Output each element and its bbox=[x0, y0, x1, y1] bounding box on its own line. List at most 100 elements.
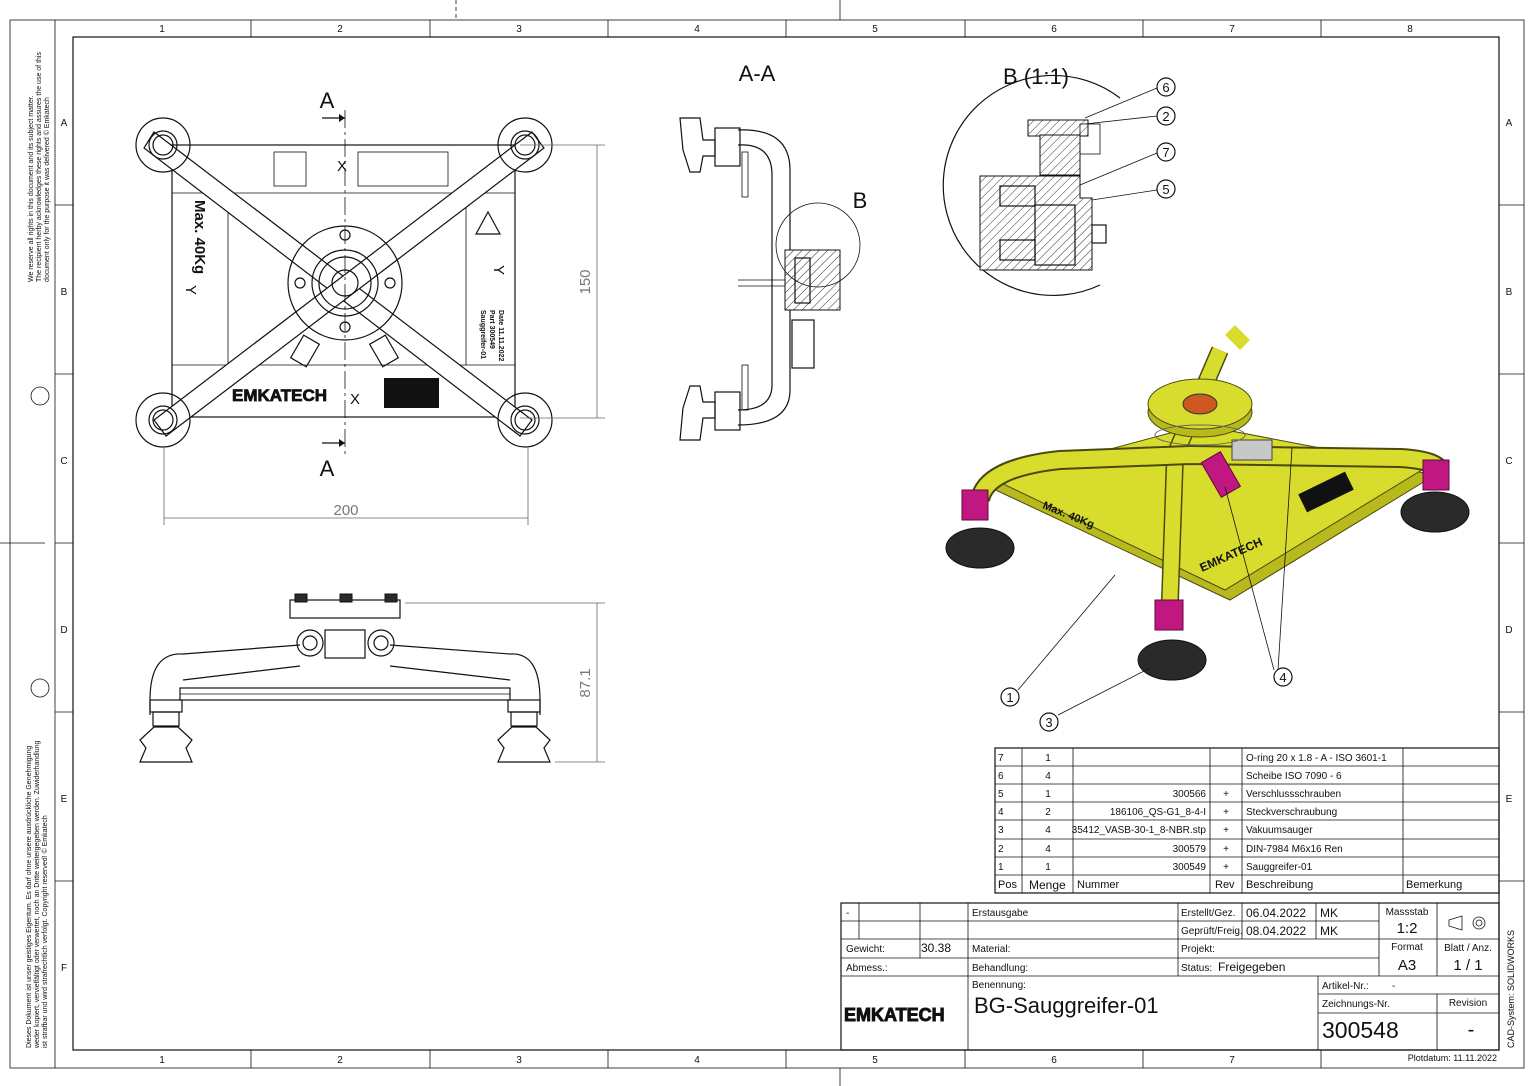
bom-cell-beschreibung: O-ring 20 x 1.8 - A - ISO 3601-1 bbox=[1246, 753, 1387, 764]
svg-text:1: 1 bbox=[1006, 690, 1013, 705]
title-block: - Erstausgabe Erstellt/Gez. 06.04.2022 M… bbox=[840, 902, 1516, 1063]
row-label-right: A bbox=[1506, 118, 1513, 129]
section-marker-bottom: A bbox=[320, 456, 335, 481]
row-label-left: D bbox=[60, 625, 67, 636]
artikel-label: Artikel-Nr.: bbox=[1322, 981, 1369, 992]
geprueft-date: 08.04.2022 bbox=[1246, 924, 1306, 938]
col-label-top: 1 bbox=[159, 24, 165, 35]
col-label-top: 3 bbox=[516, 24, 522, 35]
side-view: 87.1 bbox=[139, 593, 605, 763]
erstellt-label: Erstellt/Gez. bbox=[1181, 908, 1235, 919]
plate-part-line: Sauggreifer-01 bbox=[479, 310, 486, 359]
row-label-left: A bbox=[61, 118, 68, 129]
gewicht-value: 30.38 bbox=[921, 941, 951, 955]
legal-note-line: ist strafbar und wird strafrechtlich ver… bbox=[41, 815, 49, 1048]
detail-marker: B bbox=[853, 188, 868, 213]
bom-cell-rev: + bbox=[1223, 789, 1229, 800]
balloon: 6 bbox=[1156, 77, 1176, 97]
col-label-bottom: 4 bbox=[694, 1055, 700, 1066]
bom-cell-pos: 4 bbox=[998, 807, 1004, 818]
benennung-label: Benennung: bbox=[972, 980, 1026, 991]
legal-note-line: We reserve all rights in this document a… bbox=[28, 95, 35, 282]
legal-note-line: Dieses Dokument ist unser geistiges Eige… bbox=[26, 746, 33, 1048]
col-label-bottom: 2 bbox=[337, 1055, 343, 1066]
change-description: Erstausgabe bbox=[972, 908, 1029, 919]
company-logo: EMKATECH bbox=[844, 1005, 945, 1025]
col-label-top: 4 bbox=[694, 24, 700, 35]
side-note-bottom: Dieses Dokument ist unser geistiges Eige… bbox=[26, 741, 49, 1049]
dimension-height: 150 bbox=[577, 269, 594, 294]
dimension-side-height: 87.1 bbox=[577, 668, 594, 697]
axis-x-label: X bbox=[350, 391, 360, 408]
svg-text:4: 4 bbox=[1279, 670, 1286, 685]
plot-date: Plotdatum: 11.11.2022 bbox=[1408, 1053, 1497, 1063]
plate-max-load-text: Max. 40Kg bbox=[191, 200, 208, 274]
bom-cell-menge: 1 bbox=[1045, 753, 1051, 764]
format-value: A3 bbox=[1398, 957, 1416, 974]
balloon: 7 bbox=[1156, 142, 1176, 162]
bom-table bbox=[994, 747, 1500, 894]
blatt-label: Blatt / Anz. bbox=[1444, 943, 1492, 954]
side-note-top: We reserve all rights in this document a… bbox=[28, 52, 51, 282]
bom-cell-menge: 4 bbox=[1045, 771, 1051, 782]
bom-cell-beschreibung: Verschlussschrauben bbox=[1246, 789, 1341, 800]
balloon-callouts: 6 2 7 5 1 3 4 bbox=[1000, 77, 1293, 732]
revision-value: - bbox=[1468, 1019, 1475, 1041]
bom-cell-menge: 1 bbox=[1045, 862, 1051, 873]
isometric-view: Max. 40Kg EMKATECH bbox=[945, 325, 1470, 681]
revision-label: Revision bbox=[1449, 998, 1487, 1009]
col-label-bottom: 1 bbox=[159, 1055, 165, 1066]
col-label-bottom: 5 bbox=[872, 1055, 878, 1066]
zeichnung-value: 300548 bbox=[1322, 1017, 1399, 1043]
axis-x-label: X bbox=[337, 158, 347, 175]
row-label-left: E bbox=[61, 794, 68, 805]
row-label-right: D bbox=[1505, 625, 1512, 636]
erstellt-by: MK bbox=[1320, 906, 1338, 920]
svg-text:3: 3 bbox=[1045, 715, 1052, 730]
plate-part-line: Date 11.11.2022 bbox=[497, 310, 504, 361]
svg-text:6: 6 bbox=[1162, 80, 1169, 95]
svg-text:2: 2 bbox=[1162, 109, 1169, 124]
bom-cell-rev: + bbox=[1223, 825, 1229, 836]
col-label-bottom: 6 bbox=[1051, 1055, 1057, 1066]
top-view: A A Max. 40Kg EMKATECH X X Y Y Sauggreif… bbox=[135, 88, 605, 525]
row-label-right: B bbox=[1506, 287, 1513, 298]
bom-header-menge: Menge bbox=[1029, 878, 1066, 892]
bom-cell-pos: 5 bbox=[998, 789, 1004, 800]
balloon: 5 bbox=[1156, 179, 1176, 199]
grid-labels: 1 2 3 4 5 6 7 8 1 2 3 4 5 6 7 A B C D E … bbox=[60, 24, 1512, 1066]
bom-header-nummer: Nummer bbox=[1077, 879, 1120, 891]
bom-cell-beschreibung: Scheibe ISO 7090 - 6 bbox=[1246, 771, 1342, 782]
bom-header-bemerkung: Bemerkung bbox=[1406, 879, 1462, 891]
bom-cell-pos: 2 bbox=[998, 844, 1004, 855]
svg-text:5: 5 bbox=[1162, 182, 1169, 197]
col-label-top: 5 bbox=[872, 24, 878, 35]
section-view-aa: A-A B bbox=[679, 61, 868, 441]
section-marker-top: A bbox=[320, 88, 335, 113]
status-label: Status: bbox=[1181, 963, 1212, 974]
rev-index-dash: - bbox=[846, 908, 849, 919]
bom-cell-rev: + bbox=[1223, 844, 1229, 855]
bom-cell-nummer: 300579 bbox=[1173, 844, 1207, 855]
benennung-value: BG-Sauggreifer-01 bbox=[974, 993, 1159, 1018]
row-label-right: C bbox=[1505, 456, 1512, 467]
artikel-value: - bbox=[1392, 981, 1395, 992]
row-label-right: E bbox=[1506, 794, 1513, 805]
balloon: 4 bbox=[1273, 667, 1293, 687]
balloon: 3 bbox=[1039, 712, 1059, 732]
format-label: Format bbox=[1391, 942, 1423, 953]
bom-cell-pos: 6 bbox=[998, 771, 1004, 782]
bom-header-rev: Rev bbox=[1215, 879, 1235, 891]
col-label-bottom: 3 bbox=[516, 1055, 522, 1066]
dimension-width: 200 bbox=[333, 502, 358, 519]
col-label-top: 7 bbox=[1229, 24, 1235, 35]
axis-y-label: Y bbox=[490, 265, 507, 275]
geprueft-label: Geprüft/Freig. bbox=[1181, 926, 1243, 937]
bom-cell-rev: + bbox=[1223, 862, 1229, 873]
